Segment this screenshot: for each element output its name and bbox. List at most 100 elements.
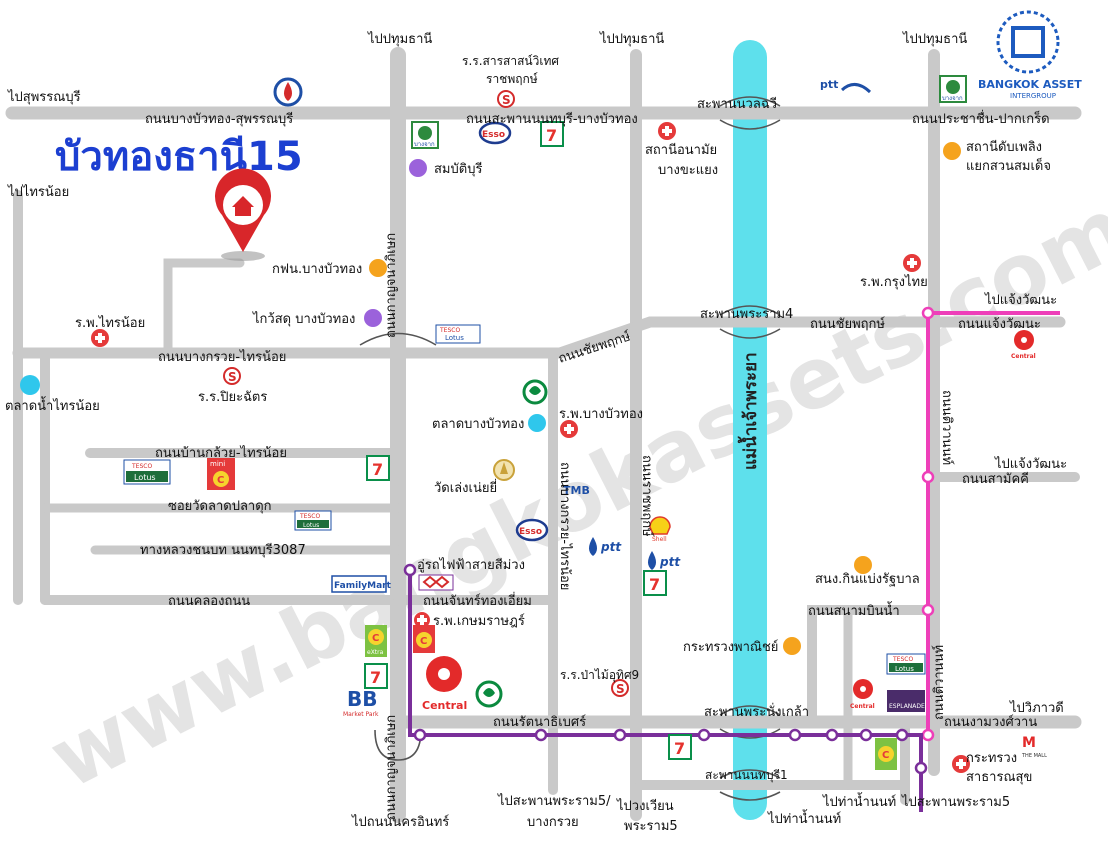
central-mall-icon: Central xyxy=(1011,330,1036,360)
label-road-bangbuathong-suphan: ถนนบางบัวทอง-สุพรรณบุรี xyxy=(145,111,293,127)
hospital-icon xyxy=(658,122,676,140)
svg-text:TESCO: TESCO xyxy=(131,463,152,470)
road-sanambinnam xyxy=(807,605,939,727)
interchange-kanchanaphisek xyxy=(359,332,437,346)
label-ministry-health: กระทรวง xyxy=(966,751,1017,766)
hospital-icon xyxy=(903,254,921,272)
brand-building-icon xyxy=(1011,26,1045,58)
mini-big-c-icon: mini C xyxy=(207,458,235,490)
svg-text:Lotus: Lotus xyxy=(445,334,464,342)
label-bridge-nuanchawee: สะพานนวลฉวี xyxy=(697,96,777,112)
purple-line xyxy=(403,563,928,812)
hospital-icon xyxy=(952,755,970,773)
svg-text:7: 7 xyxy=(372,460,383,479)
purple-line-station xyxy=(403,563,417,577)
svg-text:Market Park: Market Park xyxy=(343,711,379,718)
label-post-bangbuathong: ไกว้สดุ บางบัวทอง xyxy=(252,311,355,327)
tmb-bank-icon: TMB xyxy=(563,484,590,497)
svg-text:S: S xyxy=(228,370,237,384)
label-to-rama5-bridge: ไปสะพานพระราม5/ xyxy=(497,793,611,809)
svg-text:Central: Central xyxy=(422,699,467,712)
svg-text:7: 7 xyxy=(546,126,557,145)
label-to-nakhon-in: ไปถนนนครอินทร์ xyxy=(351,814,449,830)
bridge-rama4 xyxy=(719,305,781,339)
project-location-pin xyxy=(215,168,271,261)
purple-line-station xyxy=(534,728,548,742)
seven-eleven-icon: 7 xyxy=(364,663,388,689)
ptt-gas-icon xyxy=(273,77,303,107)
purple-line-station xyxy=(613,728,627,742)
ptt-gas-icon: ptt xyxy=(648,551,681,570)
purple-line-station xyxy=(413,728,427,742)
kasikorn-bank-icon xyxy=(475,680,503,708)
the-mall-icon: M THE MALL xyxy=(1021,735,1047,759)
map-title: บัวทองธานี15 xyxy=(55,134,303,180)
big-c-icon: C xyxy=(875,738,897,770)
label-hospital-sainoi: ร.พ.ไทรน้อย xyxy=(75,315,145,331)
tesco-lotus-icon: TESCO Lotus xyxy=(886,653,926,675)
label-road-khlong-thanon: ถนนคลองถนน xyxy=(168,594,250,609)
purple-line-station xyxy=(825,728,839,742)
svg-text:Esso: Esso xyxy=(519,527,542,537)
svg-text:BB: BB xyxy=(347,687,378,711)
school-s-icon: S xyxy=(497,90,515,108)
svg-text:บางจาก: บางจาก xyxy=(414,141,435,148)
label-to-pathum: ไปปทุมธานี xyxy=(902,31,967,47)
place-dot-icon xyxy=(409,159,427,177)
svg-text:TESCO: TESCO xyxy=(892,656,913,663)
svg-text:7: 7 xyxy=(370,668,381,687)
label-to-tha-nam-nonthaburi-2: ไปท่าน้ำนนท์ xyxy=(822,792,896,810)
label-school-saraswat: ร.ร.สารสาสน์วิเทศ xyxy=(462,54,559,68)
svg-text:Central: Central xyxy=(1011,353,1036,360)
purple-line-station xyxy=(697,728,711,742)
pin-shadow xyxy=(221,251,265,261)
label-to-bangkruai: บางกรวย xyxy=(527,815,579,830)
kasikorn-bank-icon xyxy=(522,379,548,405)
bangchak-gas-icon: บางจาก xyxy=(939,75,967,103)
central-mall-icon: Central xyxy=(850,679,875,710)
pink-line-station xyxy=(921,728,935,742)
pink-line xyxy=(921,306,1060,742)
svg-text:FamilyMart: FamilyMart xyxy=(334,581,392,591)
label-road-kanchanaphisek: ถนนกาญจนาภิเษก xyxy=(384,233,399,338)
label-road-tiwanon: ถนนติวานนท์ xyxy=(939,390,955,465)
pink-line-station xyxy=(921,603,935,617)
svg-text:TMB: TMB xyxy=(563,484,590,497)
label-road-chan-thongiam: ถนนจันทร์ทองเอี่ยม xyxy=(423,592,532,609)
map-labels: ไปปทุมธานี ไปปทุมธานี ไปปทุมธานี ไปสุพรร… xyxy=(5,31,1067,834)
label-to-rama5-bridge-east: ไปสะพานพระราม5 xyxy=(901,794,1010,810)
pink-line-track xyxy=(926,311,1060,735)
place-dot-icon xyxy=(854,556,872,574)
label-health-center-area: บางขะแยง xyxy=(658,163,718,178)
svg-text:C: C xyxy=(372,633,379,644)
place-dot-icon xyxy=(369,259,387,277)
ptt-max-icon: ptt xyxy=(820,78,872,94)
label-road-chaiyaphruek-east: ถนนชัยพฤกษ์ xyxy=(810,316,885,332)
svg-text:บางจาก: บางจาก xyxy=(942,95,963,102)
label-road-samakkhi: ถนนสามัคคี xyxy=(962,471,1029,487)
bangchak-gas-icon: บางจาก xyxy=(411,121,439,149)
svg-text:THE MALL: THE MALL xyxy=(1021,753,1047,759)
label-bridge-nonthaburi1: สะพานนนทบุรี1 xyxy=(705,768,788,783)
road-network xyxy=(5,47,1082,823)
svg-text:M: M xyxy=(1022,735,1036,751)
svg-text:TESCO: TESCO xyxy=(439,327,460,334)
label-floating-market-sainoi: ตลาดน้ำไทรน้อย xyxy=(5,396,100,414)
bridge-phranangklao xyxy=(719,705,781,739)
brand-logo: BANGKOK ASSET INTERGROUP xyxy=(978,10,1082,100)
svg-text:Shell: Shell xyxy=(652,536,667,543)
label-road-rattanathibet: ถนนรัตนาธิเบศร์ xyxy=(493,714,586,730)
svg-text:7: 7 xyxy=(649,575,660,594)
hospital-icon xyxy=(414,612,430,628)
school-s-icon: S xyxy=(611,679,629,697)
label-fire-station-area: แยกสวนสมเด็จ xyxy=(966,156,1051,174)
seven-eleven-icon: 7 xyxy=(366,455,390,481)
label-to-wongwian-rama5: พระราม5 xyxy=(624,819,678,834)
big-c-icon: C xyxy=(413,625,435,653)
brand-name: BANGKOK ASSET xyxy=(978,78,1082,91)
seven-eleven-icon: 7 xyxy=(540,121,564,147)
central-mall-icon: Central xyxy=(422,656,467,712)
familymart-icon: FamilyMart xyxy=(331,575,392,593)
esplanade-icon: ESPLANADE xyxy=(887,690,925,712)
